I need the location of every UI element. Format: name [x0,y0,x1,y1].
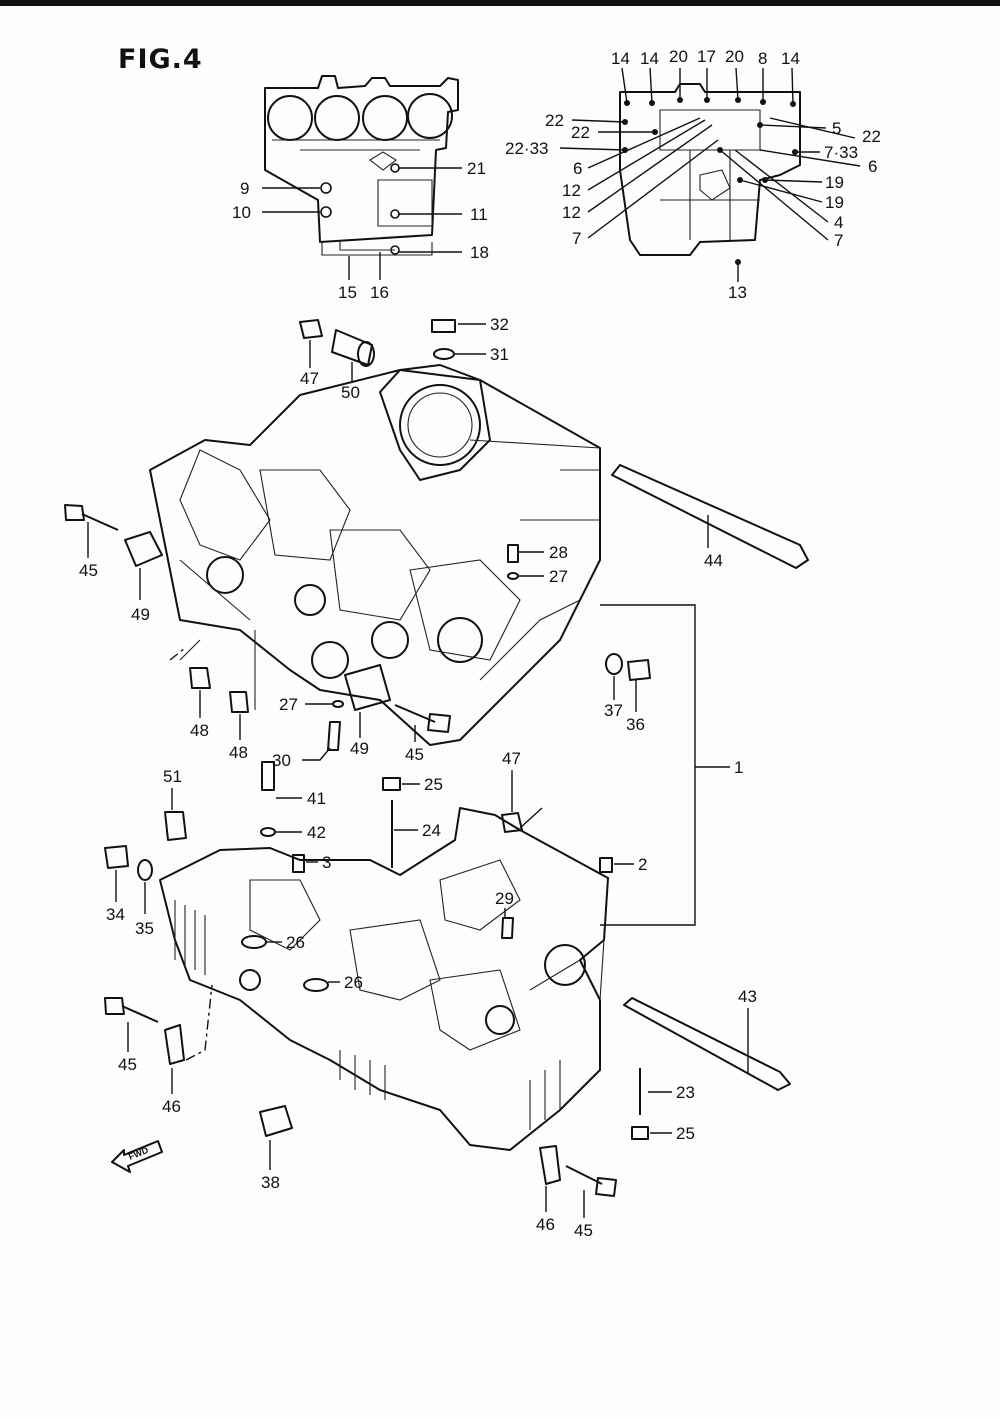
callout-25: 25 [424,775,443,794]
lower-crankcase-inset [619,83,801,265]
callout-20: 20 [669,47,688,66]
callout-48: 48 [229,743,248,762]
callout-19: 19 [825,193,844,212]
callout-38: 38 [261,1173,280,1192]
callout-29: 29 [495,889,514,908]
callout-7: 7 [572,229,581,248]
lower-inset-leaders [559,67,861,282]
callout-34: 34 [106,905,125,924]
callout-51: 51 [163,767,182,786]
callout-44: 44 [704,551,723,570]
callout-9: 9 [240,179,249,198]
callout-19: 19 [825,173,844,192]
callout-22: 22 [862,127,881,146]
callout-10: 10 [232,203,251,222]
callout-47: 47 [502,749,521,768]
callout-labels: 14 14 20 17 20 8 14 22 22 22·33 6 12 12 … [79,47,881,1240]
callout-11: 11 [470,205,488,224]
callout-14: 14 [611,49,630,68]
callout-25: 25 [676,1124,695,1143]
callout-22: 22 [571,123,590,142]
callout-45: 45 [118,1055,137,1074]
callout-36: 36 [626,715,645,734]
callout-45: 45 [405,745,424,764]
callout-27: 27 [549,567,568,586]
callout-27: 27 [279,695,298,714]
callout-31: 31 [490,345,509,364]
top-border [0,0,1000,6]
upper-inset-leaders [262,167,462,280]
callout-45: 45 [574,1221,593,1240]
callout-43: 43 [738,987,757,1006]
callout-23: 23 [676,1083,695,1102]
callout-16: 16 [370,283,389,302]
fwd-arrow-icon: FWD [111,1140,163,1173]
callout-6: 6 [868,157,877,176]
callout-2: 2 [638,855,647,874]
callout-46: 46 [536,1215,555,1234]
callout-17: 17 [697,47,716,66]
callout-28: 28 [549,543,568,562]
callout-49: 49 [350,739,369,758]
callout-20: 20 [725,47,744,66]
callout-22: 22 [545,111,564,130]
callout-35: 35 [135,919,154,938]
callout-13: 13 [728,283,747,302]
callout-50: 50 [341,383,360,402]
upper-crankcase [149,364,601,746]
callout-3: 3 [322,853,331,872]
callout-45: 45 [79,561,98,580]
callout-14: 14 [640,49,659,68]
callout-42: 42 [307,823,326,842]
main-leaders [87,323,749,1218]
lower-crankcase [159,807,609,1151]
callout-49: 49 [131,605,150,624]
upper-crankcase-inset [264,75,459,256]
small-parts [64,319,809,1197]
callout-37: 37 [604,701,623,720]
callout-12: 12 [562,181,581,200]
callout-48: 48 [190,721,209,740]
callout-5: 5 [832,119,841,138]
callout-14: 14 [781,49,800,68]
callout-7: 7 [834,231,843,250]
callout-1: 1 [734,758,743,777]
callout-32: 32 [490,315,509,334]
callout-24: 24 [422,821,441,840]
figure-title: FIG.4 [118,44,203,75]
callout-8: 8 [758,49,767,68]
callout-47: 47 [300,369,319,388]
callout-26: 26 [344,973,363,992]
callout-26: 26 [286,933,305,952]
callout-41: 41 [307,789,326,808]
callout-18: 18 [470,243,489,262]
callout-6: 6 [573,159,582,178]
callout-12: 12 [562,203,581,222]
callout-30: 30 [272,751,291,770]
callout-21: 21 [467,159,486,178]
callout-4: 4 [834,213,843,232]
callout-22-33: 22·33 [505,139,548,158]
callout-7-33: 7·33 [824,143,858,162]
callout-46: 46 [162,1097,181,1116]
callout-15: 15 [338,283,357,302]
